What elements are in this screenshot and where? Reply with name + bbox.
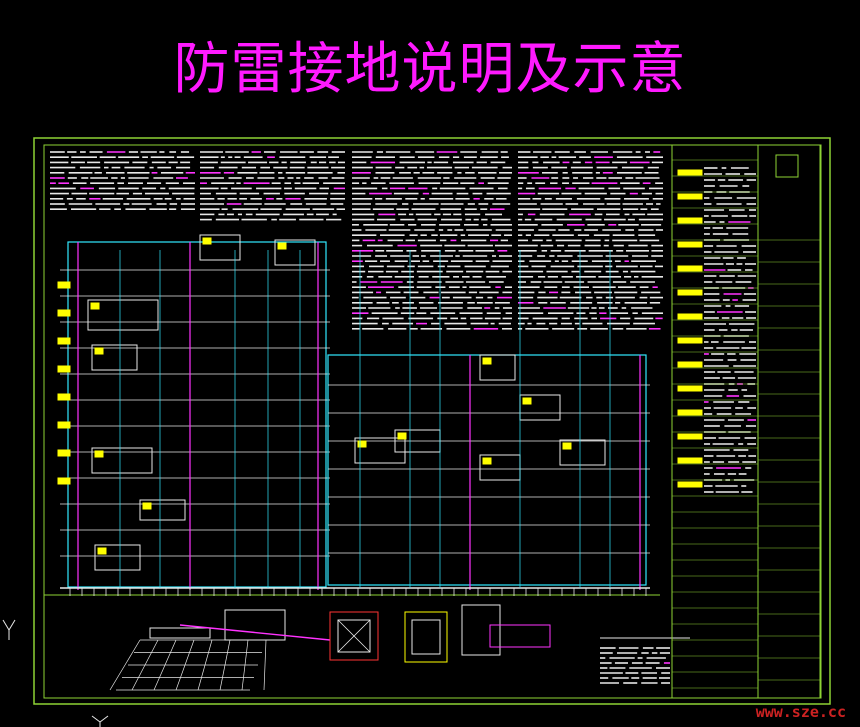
label-tag [482, 457, 492, 465]
level-tag [57, 477, 71, 485]
legend-bar [677, 193, 703, 200]
drawing-frame [33, 137, 831, 705]
column-detail [404, 611, 448, 663]
detail-sketches [109, 604, 690, 691]
equipment-box [94, 544, 141, 571]
left-tower-outline [67, 241, 327, 588]
bus-detail [489, 624, 551, 648]
ucs-y [2, 619, 10, 631]
detail-notes [600, 647, 670, 684]
level-tag [57, 449, 71, 457]
equipment-box [274, 239, 316, 266]
notes-block-2 [200, 151, 345, 221]
equipment-box [91, 447, 153, 474]
equipment-box [199, 234, 241, 261]
legend-text [704, 167, 756, 493]
label-tag [522, 397, 532, 405]
title-block [671, 144, 821, 699]
level-tag [57, 393, 71, 401]
legend-bar [677, 313, 703, 320]
legend-bar [677, 241, 703, 248]
legend-bar [677, 433, 703, 440]
ucs-x [91, 715, 101, 723]
right-block-outline [327, 354, 647, 586]
label-tag [357, 440, 367, 448]
column-inner [411, 619, 441, 655]
notes-text-blocks [50, 151, 756, 684]
ground-bar [149, 627, 211, 639]
building-elevation [57, 234, 650, 596]
panel-detail [461, 604, 501, 656]
title-block-border [671, 144, 821, 699]
equipment-box [139, 499, 186, 521]
legend-bar [677, 385, 703, 392]
level-tag [57, 337, 71, 345]
pit-cross [337, 619, 371, 653]
ground-grid [109, 639, 267, 691]
label-tag [94, 347, 104, 355]
legend-bar [677, 361, 703, 368]
equipment-box [87, 299, 159, 331]
legend-bar [677, 337, 703, 344]
notes-block-3 [352, 151, 512, 330]
label-tag [482, 357, 492, 365]
notes-block-1 [50, 151, 195, 210]
label-tag [562, 442, 572, 450]
label-tag [94, 450, 104, 458]
equipment-box [354, 437, 406, 464]
ucs-x [99, 715, 109, 723]
pit-detail-outer [329, 611, 379, 661]
equipment-box [559, 439, 606, 466]
legend-bar [677, 265, 703, 272]
label-tag [202, 237, 212, 245]
logo-box [775, 154, 799, 178]
label-tag [397, 432, 407, 440]
equipment-box [479, 354, 516, 381]
level-tag [57, 281, 71, 289]
level-tag [57, 309, 71, 317]
outer-border [33, 137, 831, 705]
ucs-axis-icon [2, 619, 109, 727]
notes-block-4 [518, 151, 663, 330]
legend-bar [677, 481, 703, 488]
label-tag [142, 502, 152, 510]
watermark: www.sze.cc [755, 703, 846, 721]
legend-bar [677, 289, 703, 296]
pit-detail-inner [337, 619, 371, 653]
level-tag [57, 421, 71, 429]
label-tag [90, 302, 100, 310]
terminal-box [224, 609, 286, 641]
label-tag [277, 242, 287, 250]
legend-bar [677, 409, 703, 416]
page-title: 防雷接地说明及示意 [173, 37, 687, 102]
legend-bar [677, 457, 703, 464]
equipment-box [91, 344, 138, 371]
level-tag [57, 365, 71, 373]
label-tag [97, 547, 107, 555]
bond-wire [179, 624, 331, 641]
ucs-y [8, 619, 16, 631]
inner-border [43, 144, 822, 699]
legend-bar [677, 169, 703, 176]
legend-bar [677, 217, 703, 224]
